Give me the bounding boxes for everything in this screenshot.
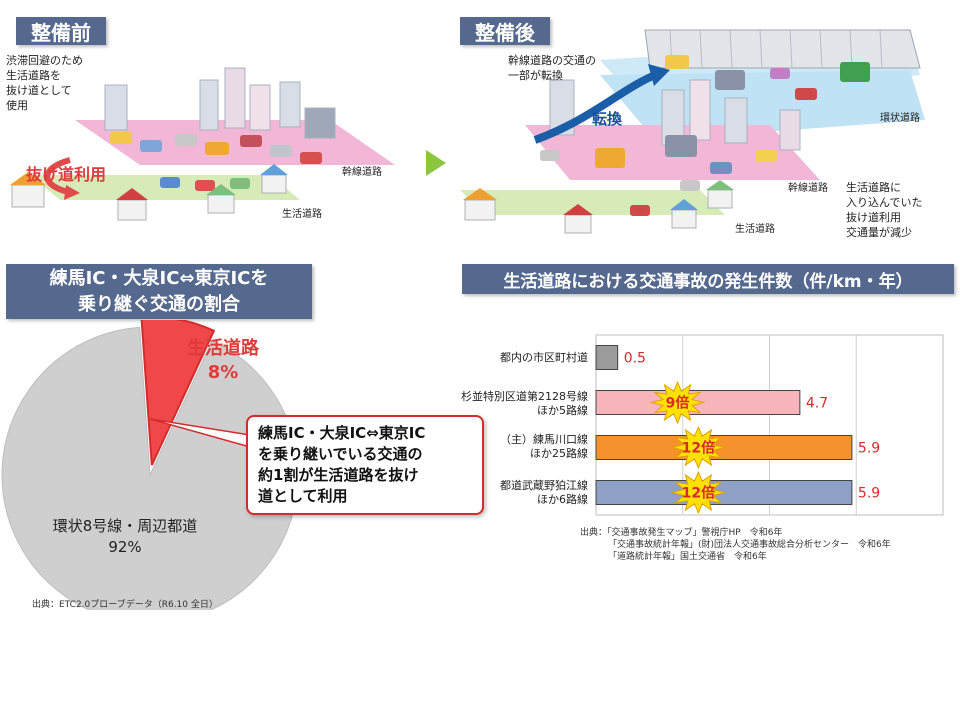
value-label: 4.7 bbox=[806, 396, 828, 412]
note-line: 渋滞回避のため bbox=[6, 54, 83, 67]
callout-pointer bbox=[150, 418, 251, 448]
pie-slice-label-local: 生活道路 8% bbox=[178, 337, 268, 385]
burst-badge bbox=[670, 470, 727, 515]
local-road-shape bbox=[460, 190, 725, 215]
category-label: 杉並特別区道第2128号線 ほか5路線 bbox=[461, 390, 588, 418]
multiplier-label: 12倍 bbox=[682, 485, 715, 502]
note-line: 使用 bbox=[6, 99, 28, 112]
pie-slice-label-main: 環状8号線・周辺都道 92% bbox=[20, 516, 230, 558]
source-line: 出典：「交通事故発生マップ」警視庁HP 令和6年 bbox=[580, 528, 783, 538]
category-line: ほか25路線 bbox=[530, 447, 588, 460]
callout-line: を乗り継いでいる交通の bbox=[258, 445, 423, 463]
category-label: 都内の市区町村道 bbox=[500, 351, 588, 365]
after-trunk-label: 幹線道路 bbox=[788, 183, 828, 194]
before-header: 整備前 bbox=[16, 17, 106, 45]
burst-badge bbox=[670, 425, 727, 470]
callout-line: 道として利用 bbox=[258, 487, 348, 505]
pie-header-line: 乗り継ぐ交通の割合 bbox=[78, 293, 240, 315]
buildings bbox=[549, 79, 801, 151]
category-label: 都道武蔵野狛江線 ほか6路線 bbox=[500, 479, 588, 507]
after-header: 整備後 bbox=[460, 17, 550, 45]
note-line: 交通量が減少 bbox=[846, 226, 912, 239]
buildings bbox=[104, 67, 336, 139]
shift-arrow-icon bbox=[533, 71, 657, 144]
before-illustration bbox=[10, 67, 395, 221]
burst-badge bbox=[649, 380, 706, 425]
callout-line: 練馬IC・大泉IC⇔東京IC bbox=[258, 424, 426, 442]
note-line: 抜け道利用 bbox=[846, 211, 901, 224]
category-line: 都内の市区町村道 bbox=[500, 351, 588, 364]
after-tag: 転換 bbox=[592, 110, 623, 128]
after-illustration bbox=[460, 29, 925, 234]
bar bbox=[595, 345, 619, 370]
pie-header: 練馬IC・大泉IC⇔東京ICを 乗り継ぐ交通の割合 bbox=[6, 264, 312, 319]
cars bbox=[540, 55, 870, 216]
before-panel: 整備前 渋滞回避のため 生活道路を 抜け道として 使用 bbox=[0, 0, 460, 260]
houses bbox=[10, 164, 288, 221]
slice-label: 生活道路 bbox=[187, 338, 259, 359]
bar bbox=[595, 480, 853, 505]
category-line: ほか6路線 bbox=[537, 493, 588, 506]
note-line: 幹線道路の交通の bbox=[508, 54, 596, 67]
transition-arrow-icon bbox=[426, 150, 446, 176]
note-line: 生活道路に bbox=[846, 181, 901, 194]
before-tag: 抜け道利用 bbox=[26, 165, 107, 184]
note-line: 一部が転換 bbox=[508, 69, 563, 82]
detour-arrow-icon bbox=[44, 157, 71, 195]
pie-chart bbox=[1, 320, 299, 610]
after-panel: 整備後 bbox=[440, 0, 960, 260]
after-decrease-note: 生活道路に 入り込んでいた 抜け道利用 交通量が減少 bbox=[846, 180, 956, 240]
category-label: （主）練馬川口線 ほか25路線 bbox=[500, 433, 588, 461]
slice-value: 92% bbox=[108, 538, 142, 556]
note-line: 抜け道として bbox=[6, 84, 72, 97]
after-ring-label: 環状道路 bbox=[880, 113, 920, 124]
callout-line: 約1割が生活道路を抜け bbox=[258, 466, 419, 484]
after-note: 幹線道路の交通の 一部が転換 bbox=[508, 53, 648, 83]
pie-header-line: 練馬IC・大泉IC⇔東京ICを bbox=[49, 267, 269, 289]
before-note: 渋滞回避のため 生活道路を 抜け道として 使用 bbox=[6, 53, 116, 113]
note-line: 入り込んでいた bbox=[846, 196, 923, 209]
value-label: 5.9 bbox=[858, 486, 880, 502]
pie-slice bbox=[140, 320, 216, 466]
category-line: 都道武蔵野狛江線 bbox=[500, 479, 588, 492]
multiplier-label: 9倍 bbox=[666, 395, 690, 412]
pie-callout: 練馬IC・大泉IC⇔東京IC を乗り継いでいる交通の 約1割が生活道路を抜け 道… bbox=[246, 415, 484, 515]
category-line: 杉並特別区道第2128号線 bbox=[461, 390, 588, 403]
source-line: 「道路統計年報」国土交通省 令和6年 bbox=[608, 552, 767, 562]
slice-label: 環状8号線・周辺都道 bbox=[52, 517, 198, 535]
note-line: 生活道路を bbox=[6, 69, 61, 82]
value-label: 5.9 bbox=[858, 441, 880, 457]
bar-chart: 0.5 4.7 9倍 5.9 12倍 5.9 12倍 bbox=[595, 334, 944, 516]
pie-source: 出典：ETC2.0プローブデータ（R6.10 全日） bbox=[32, 600, 218, 610]
bar-chart-wrap: 0.5 4.7 9倍 5.9 12倍 5.9 12倍 都内の市区町村道 杉並特別区道第212… bbox=[448, 330, 948, 520]
cars bbox=[110, 132, 322, 191]
before-trunk-label: 幹線道路 bbox=[342, 167, 382, 178]
source-line: 「交通事故統計年報」(財)団法人交通事故総合分析センター 令和6年 bbox=[608, 540, 891, 550]
bar-source: 出典：「交通事故発生マップ」警視庁HP 令和6年 「交通事故統計年報」(財)団法… bbox=[580, 527, 891, 563]
slice-value: 8% bbox=[207, 362, 239, 383]
value-label: 0.5 bbox=[624, 351, 646, 367]
before-local-label: 生活道路 bbox=[282, 209, 322, 220]
category-line: （主）練馬川口線 bbox=[500, 433, 588, 446]
category-line: ほか5路線 bbox=[537, 404, 588, 417]
multiplier-label: 12倍 bbox=[682, 440, 715, 457]
houses bbox=[463, 180, 734, 234]
after-local-label: 生活道路 bbox=[735, 224, 775, 235]
bar-header: 生活道路における交通事故の発生件数（件/km・年） bbox=[462, 264, 954, 294]
